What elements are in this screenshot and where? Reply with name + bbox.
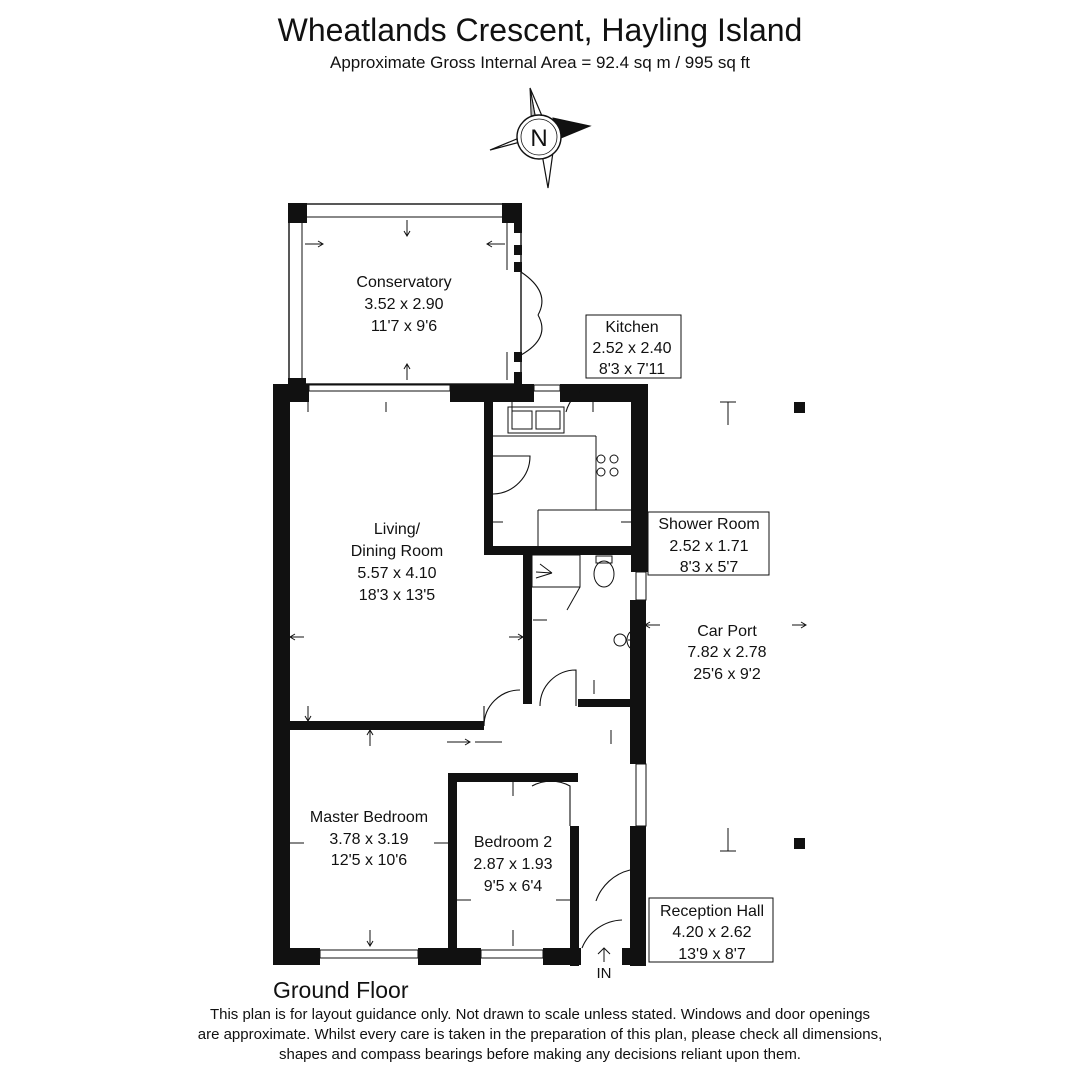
- room-imperial: 12'5 x 10'6: [331, 852, 407, 869]
- disclaimer-line-1: This plan is for layout guidance only. N…: [209, 1006, 871, 1023]
- entrance-label: IN: [597, 965, 612, 982]
- room-imperial: 18'3 x 13'5: [359, 587, 435, 604]
- room-name: Reception Hall: [660, 903, 764, 920]
- room-imperial: 25'6 x 9'2: [693, 666, 761, 683]
- room-name: Kitchen: [605, 319, 658, 336]
- room-living: Living/ Dining Room 5.57 x 4.10 18'3 x 1…: [351, 521, 443, 604]
- room-name: Conservatory: [356, 274, 451, 291]
- main-walls: [273, 384, 648, 966]
- room-metric: 2.87 x 1.93: [473, 856, 552, 873]
- room-carport: Car Port 7.82 x 2.78 25'6 x 9'2: [687, 623, 766, 683]
- label-box: [648, 897, 774, 963]
- room-bedroom-2: Bedroom 2 2.87 x 1.93 9'5 x 6'4: [473, 834, 552, 895]
- shower-icon: [531, 554, 581, 588]
- room-name: Bedroom 2: [474, 834, 552, 851]
- compass-icon: N: [489, 87, 592, 189]
- room-metric: 3.52 x 2.90: [364, 296, 443, 313]
- room-name: Shower Room: [658, 516, 759, 533]
- room-reception-hall: Reception Hall 4.20 x 2.62 13'9 x 8'7: [648, 897, 774, 963]
- disclaimer-line-2: are approximate. Whilst every care is ta…: [197, 1026, 883, 1043]
- room-master-bedroom: Master Bedroom 3.78 x 3.19 12'5 x 10'6: [310, 809, 428, 869]
- kitchen-fittings: [493, 406, 631, 546]
- room-kitchen: Kitchen 2.52 x 2.40 8'3 x 7'11: [585, 314, 682, 379]
- basin-icon: [626, 631, 631, 649]
- plan-title: Wheatlands Crescent, Hayling Island: [277, 12, 803, 48]
- room-imperial: 8'3 x 7'11: [599, 361, 665, 378]
- conservatory-french-doors: [520, 271, 543, 356]
- disclaimer-line-3: shapes and compass bearings before makin…: [279, 1046, 801, 1063]
- doors: [483, 385, 631, 949]
- plan-subtitle: Approximate Gross Internal Area = 92.4 s…: [329, 53, 751, 72]
- floor-label: Ground Floor: [273, 977, 409, 1003]
- sink-icon: [507, 406, 565, 434]
- room-name: Car Port: [697, 623, 757, 640]
- room-metric: 2.52 x 1.71: [669, 538, 748, 555]
- bathroom-fittings: [531, 554, 631, 649]
- room-shower: Shower Room 2.52 x 1.71 8'3 x 5'7: [647, 511, 770, 576]
- label-box: [647, 511, 770, 576]
- room-imperial: 11'7 x 9'6: [371, 318, 437, 335]
- room-metric: 2.52 x 2.40: [592, 340, 671, 357]
- room-metric: 3.78 x 3.19: [329, 831, 408, 848]
- compass-label: N: [530, 125, 547, 152]
- dimension-arrows: [289, 220, 807, 947]
- toilet-icon: [593, 560, 615, 588]
- room-metric: 4.20 x 2.62: [672, 924, 751, 941]
- entrance-arrow-icon: [597, 947, 611, 962]
- room-imperial: 13'9 x 8'7: [678, 946, 746, 963]
- conservatory-corners: [288, 203, 522, 386]
- disclaimer: This plan is for layout guidance only. N…: [0, 1005, 1080, 1065]
- windows: [308, 384, 647, 959]
- room-name-line1: Living/: [374, 521, 421, 538]
- room-metric: 5.57 x 4.10: [357, 565, 436, 582]
- room-imperial: 8'3 x 5'7: [680, 559, 739, 576]
- room-imperial: 9'5 x 6'4: [484, 878, 543, 895]
- carport-posts: [794, 402, 805, 849]
- room-name-line2: Dining Room: [351, 543, 443, 560]
- room-conservatory: Conservatory 3.52 x 2.90 11'7 x 9'6: [356, 274, 451, 335]
- conservatory-walls: [288, 203, 522, 385]
- room-name: Master Bedroom: [310, 809, 428, 826]
- label-box: [585, 314, 682, 379]
- room-metric: 7.82 x 2.78: [687, 644, 766, 661]
